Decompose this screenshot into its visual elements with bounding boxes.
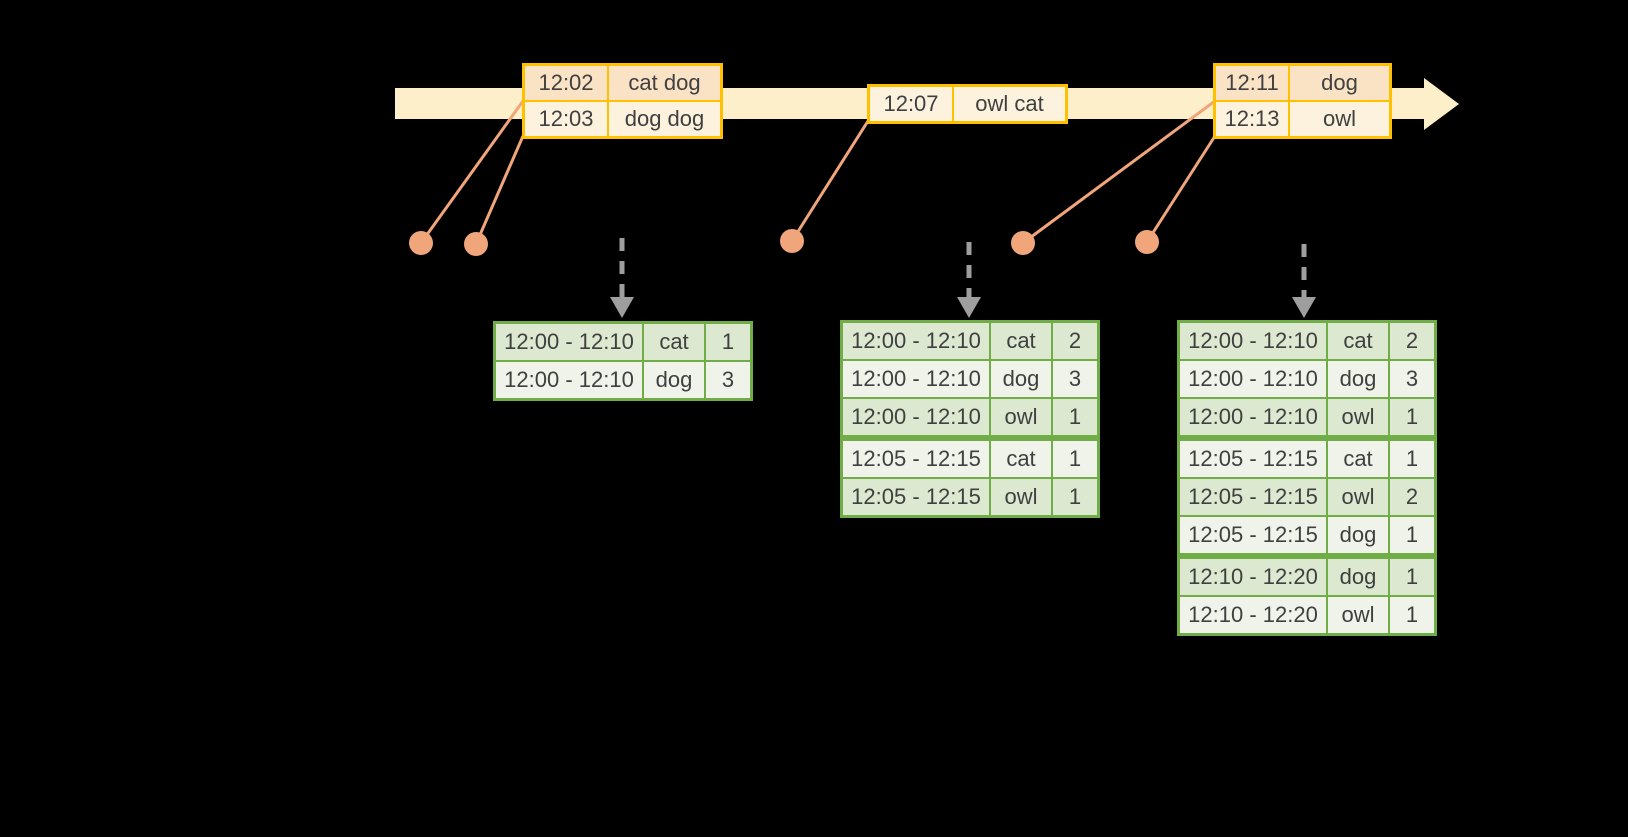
result-word: cat	[991, 323, 1051, 359]
result-window: 12:10 - 12:20	[1180, 559, 1326, 595]
event-connector-line	[1022, 99, 1216, 245]
event-row: 12:07 owl cat	[870, 87, 1065, 121]
result-row: 12:10 - 12:20 owl 1	[1180, 597, 1434, 633]
result-row: 12:05 - 12:15 cat 1	[843, 441, 1097, 477]
event-time: 12:03	[525, 102, 607, 136]
result-word: owl	[991, 399, 1051, 435]
result-row: 12:05 - 12:15 cat 1	[1180, 441, 1434, 477]
trigger-arrows	[610, 238, 1316, 318]
event-dots	[409, 229, 1159, 256]
result-window: 12:00 - 12:10	[1180, 361, 1326, 397]
result-word: dog	[1328, 361, 1388, 397]
result-window: 12:05 - 12:15	[1180, 479, 1326, 515]
result-window: 12:00 - 12:10	[496, 362, 642, 398]
result-count: 1	[1390, 441, 1434, 477]
result-word: dog	[1328, 517, 1388, 553]
result-count: 1	[706, 324, 750, 360]
result-word: owl	[991, 479, 1051, 515]
result-row: 12:00 - 12:10 cat 2	[843, 323, 1097, 359]
result-count: 3	[706, 362, 750, 398]
result-window: 12:05 - 12:15	[843, 441, 989, 477]
result-word: dog	[991, 361, 1051, 397]
result-count: 1	[1053, 441, 1097, 477]
result-window: 12:00 - 12:10	[1180, 323, 1326, 359]
result-row: 12:00 - 12:10 dog 3	[496, 362, 750, 398]
event-table-3: 12:11 dog 12:13 owl	[1213, 63, 1392, 139]
result-count: 1	[1390, 559, 1434, 595]
event-connector-line	[419, 100, 525, 244]
result-row: 12:00 - 12:10 dog 3	[1180, 361, 1434, 397]
result-count: 1	[1053, 399, 1097, 435]
result-window: 12:00 - 12:10	[843, 361, 989, 397]
result-row: 12:10 - 12:20 dog 1	[1180, 559, 1434, 595]
result-row: 12:00 - 12:10 owl 1	[1180, 399, 1434, 435]
result-row: 12:05 - 12:15 dog 1	[1180, 517, 1434, 553]
result-window: 12:10 - 12:20	[1180, 597, 1326, 633]
result-row: 12:05 - 12:15 owl 1	[843, 479, 1097, 515]
result-count: 1	[1053, 479, 1097, 515]
event-dot-icon	[409, 231, 433, 255]
event-dot-icon	[1011, 231, 1035, 255]
result-word: owl	[1328, 399, 1388, 435]
result-word: owl	[1328, 479, 1388, 515]
event-time: 12:11	[1216, 66, 1288, 100]
event-table-2: 12:07 owl cat	[867, 84, 1068, 124]
result-word: cat	[1328, 441, 1388, 477]
event-row: 12:11 dog	[1216, 66, 1389, 100]
result-window: 12:00 - 12:10	[1180, 399, 1326, 435]
trigger-arrow-head-icon	[957, 297, 981, 318]
result-window: 12:00 - 12:10	[843, 399, 989, 435]
result-row: 12:05 - 12:15 owl 2	[1180, 479, 1434, 515]
timeline-arrowhead-icon	[1424, 78, 1459, 130]
event-words: dog dog	[609, 102, 720, 136]
result-word: dog	[1328, 559, 1388, 595]
event-row: 12:02 cat dog	[525, 66, 720, 100]
event-dot-icon	[780, 229, 804, 253]
event-table-1: 12:02 cat dog 12:03 dog dog	[522, 63, 723, 139]
event-words: dog	[1290, 66, 1389, 100]
result-word: cat	[1328, 323, 1388, 359]
result-row: 12:00 - 12:10 dog 3	[843, 361, 1097, 397]
event-connector-line	[474, 135, 525, 245]
event-connector-line	[1145, 135, 1217, 243]
result-table-1: 12:00 - 12:10 cat 1 12:00 - 12:10 dog 3	[493, 321, 753, 401]
event-connector-lines	[419, 99, 1217, 245]
result-count: 2	[1053, 323, 1097, 359]
result-word: cat	[644, 324, 704, 360]
result-count: 3	[1053, 361, 1097, 397]
result-window: 12:05 - 12:15	[843, 479, 989, 515]
result-window: 12:05 - 12:15	[1180, 441, 1326, 477]
event-connector-line	[790, 120, 870, 242]
event-row: 12:13 owl	[1216, 102, 1389, 136]
result-count: 2	[1390, 323, 1434, 359]
result-window: 12:00 - 12:10	[496, 324, 642, 360]
result-count: 1	[1390, 399, 1434, 435]
result-table-3: 12:00 - 12:10 cat 2 12:00 - 12:10 dog 3 …	[1177, 320, 1437, 636]
result-row: 12:00 - 12:10 cat 2	[1180, 323, 1434, 359]
result-table-2: 12:00 - 12:10 cat 2 12:00 - 12:10 dog 3 …	[840, 320, 1100, 518]
event-time: 12:07	[870, 87, 952, 121]
result-word: cat	[991, 441, 1051, 477]
result-row: 12:00 - 12:10 owl 1	[843, 399, 1097, 435]
event-dot-icon	[464, 232, 488, 256]
event-words: owl cat	[954, 87, 1065, 121]
result-count: 2	[1390, 479, 1434, 515]
result-count: 1	[1390, 517, 1434, 553]
event-time: 12:13	[1216, 102, 1288, 136]
event-words: cat dog	[609, 66, 720, 100]
event-words: owl	[1290, 102, 1389, 136]
trigger-arrow-head-icon	[1292, 297, 1316, 318]
result-word: dog	[644, 362, 704, 398]
result-window: 12:05 - 12:15	[1180, 517, 1326, 553]
event-dot-icon	[1135, 230, 1159, 254]
result-count: 1	[1390, 597, 1434, 633]
event-row: 12:03 dog dog	[525, 102, 720, 136]
result-word: owl	[1328, 597, 1388, 633]
trigger-arrow-head-icon	[610, 297, 634, 318]
result-row: 12:00 - 12:10 cat 1	[496, 324, 750, 360]
result-window: 12:00 - 12:10	[843, 323, 989, 359]
event-time: 12:02	[525, 66, 607, 100]
result-count: 3	[1390, 361, 1434, 397]
